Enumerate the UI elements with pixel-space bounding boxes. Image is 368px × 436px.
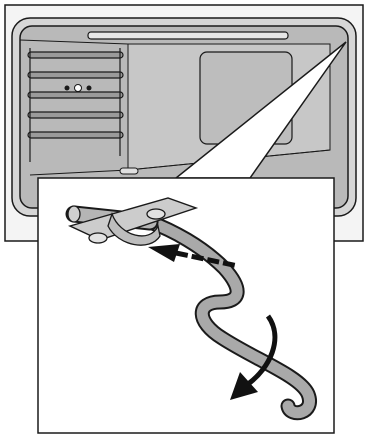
- oven-top-grille: [88, 32, 288, 39]
- rack-rail-2: [28, 72, 123, 78]
- rack-fastener-2: [75, 85, 82, 92]
- rack-rail-5: [28, 132, 123, 138]
- rack-fastener-1: [65, 86, 70, 91]
- rack-rail-4: [28, 112, 123, 118]
- rack-fastener-3: [87, 86, 92, 91]
- oven-floor-clip: [120, 168, 138, 174]
- bracket-screw-left: [89, 233, 107, 243]
- rack-rail-3: [28, 92, 123, 98]
- bracket-screw-right: [147, 209, 165, 219]
- detail-inset: [38, 178, 334, 433]
- heating-element-stub-end: [68, 206, 80, 222]
- rack-rail-1: [28, 52, 123, 58]
